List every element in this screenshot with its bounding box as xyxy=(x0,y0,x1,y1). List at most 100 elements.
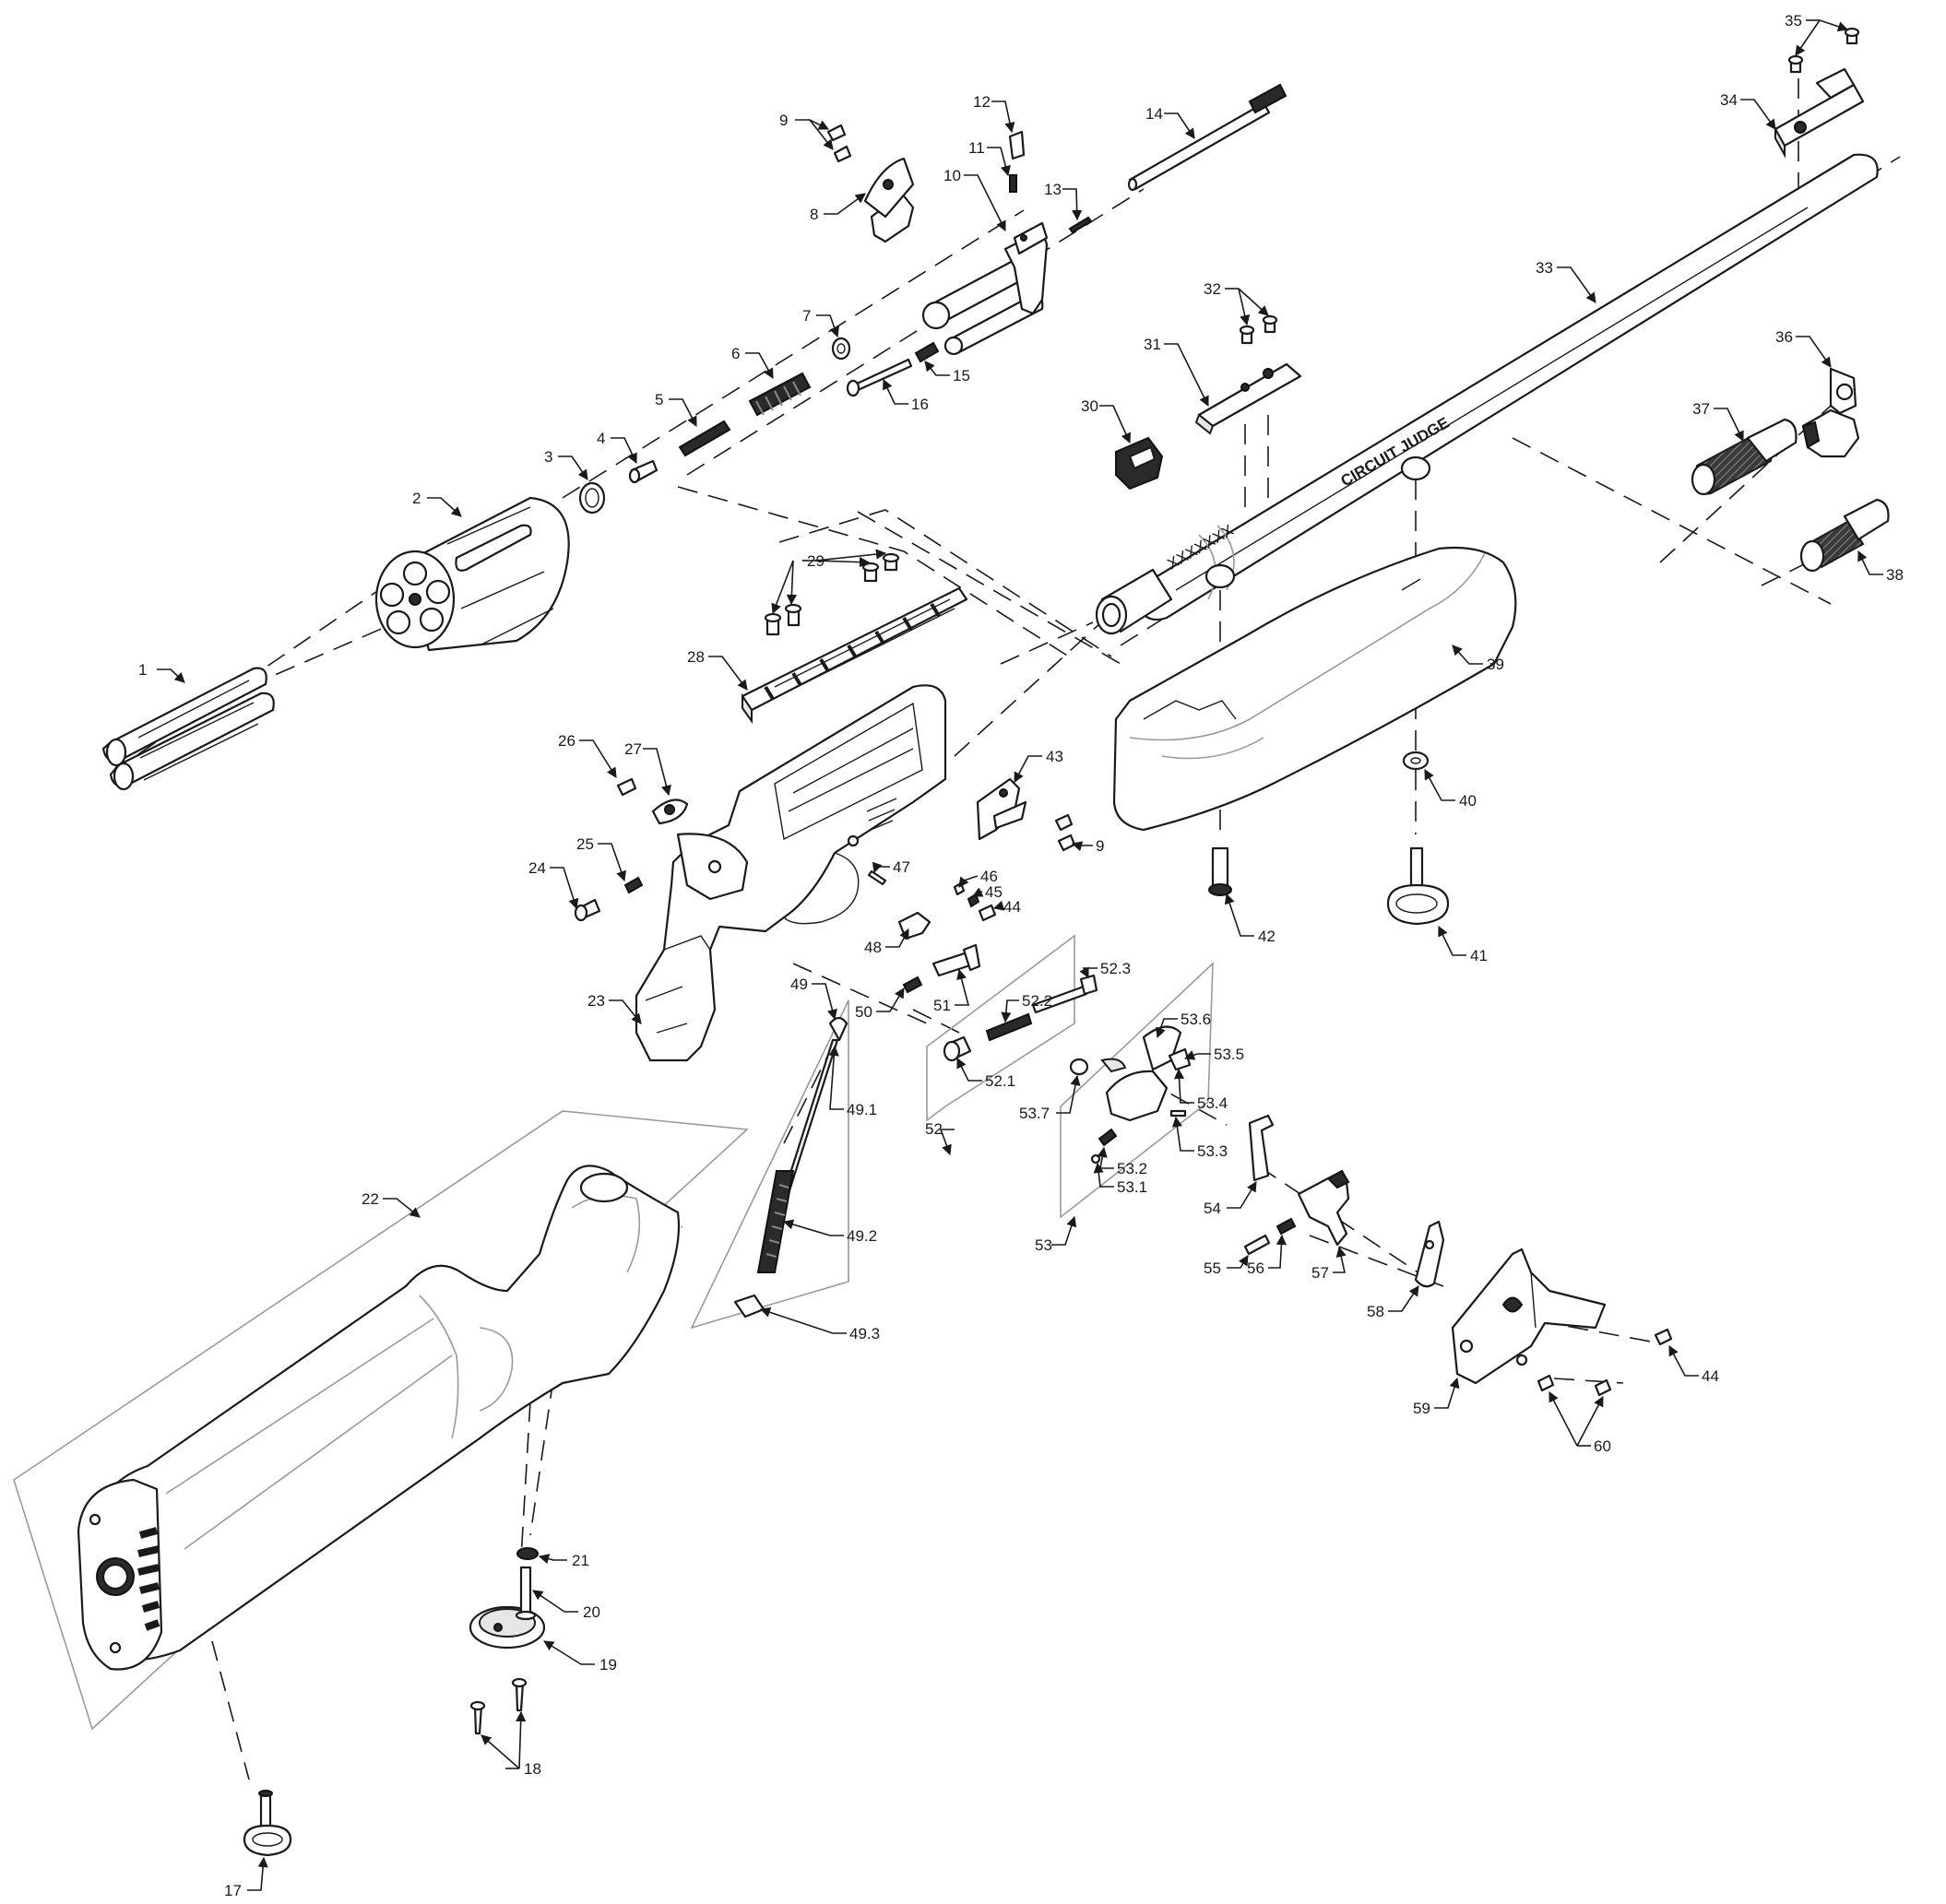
callout-24: 24 xyxy=(528,859,546,877)
part-49-mainspring xyxy=(733,1016,848,1319)
callout-33: 33 xyxy=(1536,259,1553,277)
callout-26: 26 xyxy=(558,732,575,750)
part-18-screws xyxy=(469,1677,528,1735)
part-52-bolt-assembly xyxy=(943,974,1098,1062)
part-60-screws xyxy=(1537,1374,1612,1397)
part-42-screw xyxy=(1208,846,1232,896)
part-34-front-sight xyxy=(1774,67,1865,159)
callout-28: 28 xyxy=(687,648,705,666)
callout-36: 36 xyxy=(1775,328,1793,346)
part-37-choke xyxy=(1691,418,1798,496)
callout-8: 8 xyxy=(810,206,818,223)
callout-5: 5 xyxy=(655,391,663,408)
part-54-safety-bar xyxy=(1248,1114,1275,1182)
callout-53-6: 53.6 xyxy=(1181,1011,1211,1028)
callout-22: 22 xyxy=(362,1190,379,1208)
callout-4: 4 xyxy=(597,430,605,447)
callout-56: 56 xyxy=(1247,1259,1264,1277)
part-32-screws xyxy=(1239,314,1278,345)
part-29-screws xyxy=(764,552,900,636)
part-8-latch-plate xyxy=(863,157,915,243)
part-56-spring xyxy=(1276,1217,1297,1236)
callout-3: 3 xyxy=(544,448,552,466)
part-57-trigger xyxy=(1297,1169,1350,1247)
callout-57: 57 xyxy=(1311,1264,1329,1282)
part-14-ejector-rod xyxy=(1127,83,1287,192)
callout-54: 54 xyxy=(1204,1200,1221,1217)
part-43-hinge-plate xyxy=(976,777,1027,841)
part-3-ring xyxy=(578,481,606,514)
part-58-lever xyxy=(1414,1220,1445,1288)
callout-59: 59 xyxy=(1413,1400,1430,1417)
callout-53-3: 53.3 xyxy=(1197,1142,1228,1160)
part-22-buttstock xyxy=(77,1165,681,1671)
part-19-grip-cap xyxy=(469,1605,546,1650)
part-9-screws-top xyxy=(826,124,852,163)
part-53-hammer-assembly xyxy=(1069,1025,1192,1165)
callout-32: 32 xyxy=(1204,280,1221,298)
callout-25: 25 xyxy=(576,835,594,853)
part-38-choke xyxy=(1799,498,1890,573)
part-20-bolt xyxy=(515,1566,537,1621)
part-28-scope-rail xyxy=(741,586,968,725)
callout-34: 34 xyxy=(1720,91,1738,109)
callout-19: 19 xyxy=(599,1656,617,1673)
part-27-latch xyxy=(651,798,689,825)
callout-51: 51 xyxy=(933,997,951,1014)
group-outlines xyxy=(13,934,1214,1731)
callout-1: 1 xyxy=(138,661,147,679)
part-40-washer xyxy=(1402,751,1430,771)
callout-23: 23 xyxy=(587,992,605,1010)
part-35-screws xyxy=(1787,27,1860,74)
callout-53-5: 53.5 xyxy=(1214,1046,1244,1063)
part-6-spring xyxy=(748,372,812,417)
part-11-plunger-spring xyxy=(1009,174,1017,193)
callout-44a: 44 xyxy=(1003,898,1021,916)
callout-58: 58 xyxy=(1367,1303,1384,1320)
callout-9a: 9 xyxy=(779,112,788,129)
part-15-spring xyxy=(914,341,940,363)
part-23-frame xyxy=(635,684,947,1062)
callout-9b: 9 xyxy=(1096,837,1104,855)
callout-49-2: 49.2 xyxy=(847,1227,877,1245)
callout-leaders xyxy=(157,19,1883,1891)
callout-18: 18 xyxy=(524,1760,541,1778)
part-2-cylinder xyxy=(374,496,570,652)
callout-29: 29 xyxy=(807,552,825,570)
callout-53: 53 xyxy=(1035,1236,1052,1254)
callout-39: 39 xyxy=(1487,656,1504,673)
callout-49: 49 xyxy=(790,976,808,993)
part-4-pin xyxy=(628,459,659,484)
callout-46: 46 xyxy=(980,868,998,885)
part-59-sideplate xyxy=(1451,1248,1607,1385)
callout-52-1: 52.1 xyxy=(985,1072,1015,1090)
callout-38: 38 xyxy=(1886,566,1904,584)
callout-labels: 1 2 3 4 5 6 7 8 9 9 10 11 12 13 14 15 16… xyxy=(138,12,1904,1899)
callout-49-1: 49.1 xyxy=(847,1101,877,1118)
callout-41: 41 xyxy=(1470,947,1488,964)
callout-6: 6 xyxy=(731,345,740,362)
callout-50: 50 xyxy=(855,1003,872,1021)
part-46-pin xyxy=(953,881,966,896)
part-55-pin xyxy=(1243,1234,1271,1256)
callout-17: 17 xyxy=(224,1882,242,1899)
callout-21: 21 xyxy=(572,1552,589,1569)
callout-49-3: 49.3 xyxy=(849,1325,880,1342)
callout-20: 20 xyxy=(583,1603,600,1621)
part-47-pin xyxy=(867,869,887,886)
part-17-sling-swivel xyxy=(243,1790,292,1857)
callout-11: 11 xyxy=(968,139,985,157)
callout-53-2: 53.2 xyxy=(1117,1160,1147,1177)
callout-60: 60 xyxy=(1594,1437,1611,1455)
callout-55: 55 xyxy=(1204,1259,1221,1277)
part-26-screw xyxy=(616,777,637,797)
callout-53-4: 53.4 xyxy=(1197,1094,1228,1112)
callout-52-2: 52.2 xyxy=(1022,992,1052,1010)
part-44-screw xyxy=(978,904,997,922)
part-44-screw-sideplate xyxy=(1654,1328,1673,1346)
part-7-bushing xyxy=(831,337,851,361)
callout-27: 27 xyxy=(624,740,642,758)
part-50-spring xyxy=(902,976,923,994)
callout-43: 43 xyxy=(1046,748,1063,765)
